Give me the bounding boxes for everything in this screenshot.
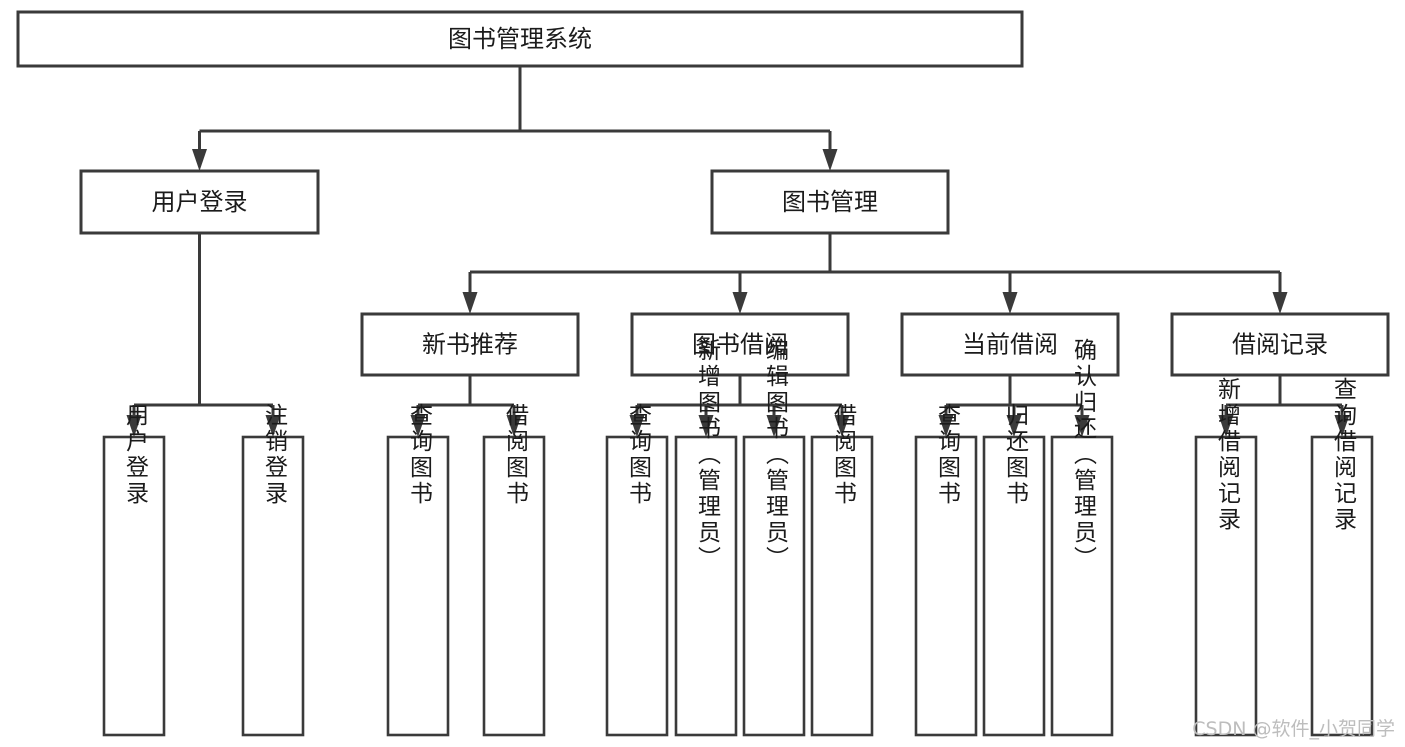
node-layer: 图书管理系统用户登录图书管理新书推荐图书借阅当前借阅借阅记录用户登录注销登录查询… bbox=[16, 10, 1390, 737]
node-leaf-add-book[interactable]: 新增图书（管理员） bbox=[674, 338, 738, 737]
node-label: 用户登录 bbox=[152, 188, 248, 216]
node-box[interactable] bbox=[914, 435, 978, 737]
node-label: 图书借阅 bbox=[692, 331, 788, 359]
connector-group-borrow-record bbox=[1218, 375, 1350, 437]
arrow-head bbox=[629, 415, 645, 437]
node-label: 查询图书 bbox=[406, 403, 434, 507]
connector-group-book-borrow bbox=[629, 375, 850, 437]
node-leaf-return-book[interactable]: 归还图书 bbox=[982, 403, 1046, 737]
node-label: 图书管理 bbox=[782, 188, 878, 216]
arrow-head bbox=[1074, 415, 1090, 437]
node-label: 借阅记录 bbox=[1232, 331, 1328, 359]
node-box[interactable] bbox=[79, 169, 320, 235]
arrow-head bbox=[698, 415, 714, 437]
node-box[interactable] bbox=[1170, 312, 1390, 377]
arrow-head bbox=[126, 415, 142, 437]
node-label: 新增图书（管理员） bbox=[694, 338, 722, 572]
watermark-label: CSDN @软件_小贺同学 bbox=[1192, 718, 1395, 740]
connector-group-user-login bbox=[126, 233, 281, 437]
node-leaf-add-record[interactable]: 新增借阅记录 bbox=[1194, 377, 1258, 737]
node-label: 注销登录 bbox=[261, 403, 289, 507]
arrow-head bbox=[506, 415, 522, 437]
node-label: 新书推荐 bbox=[422, 331, 518, 359]
node-box[interactable] bbox=[982, 435, 1046, 737]
node-leaf-confirm-return[interactable]: 确认归还（管理员） bbox=[1050, 338, 1114, 737]
node-box[interactable] bbox=[1194, 435, 1258, 737]
node-box[interactable] bbox=[1050, 435, 1114, 737]
arrow-head bbox=[766, 415, 782, 437]
node-box[interactable] bbox=[1310, 435, 1374, 737]
node-user-login[interactable]: 用户登录 bbox=[79, 169, 320, 235]
node-label: 查询图书 bbox=[934, 403, 962, 507]
node-box[interactable] bbox=[810, 435, 874, 737]
node-box[interactable] bbox=[605, 435, 669, 737]
node-label: 新增借阅记录 bbox=[1214, 377, 1242, 533]
node-book-manage[interactable]: 图书管理 bbox=[710, 169, 950, 235]
node-label: 编辑图书（管理员） bbox=[762, 338, 790, 572]
node-box[interactable] bbox=[482, 435, 546, 737]
node-leaf-query-record[interactable]: 查询借阅记录 bbox=[1310, 377, 1374, 737]
arrow-head bbox=[265, 415, 281, 437]
connector-group-new-book-rec bbox=[410, 375, 522, 437]
arrow-head bbox=[1218, 415, 1234, 437]
node-label: 查询图书 bbox=[625, 403, 653, 507]
node-box[interactable] bbox=[674, 435, 738, 737]
arrow-head bbox=[834, 415, 850, 437]
node-label: 用户登录 bbox=[122, 403, 150, 507]
node-leaf-user-login[interactable]: 用户登录 bbox=[102, 403, 166, 737]
node-box[interactable] bbox=[102, 435, 166, 737]
node-leaf-user-logout[interactable]: 注销登录 bbox=[241, 403, 305, 737]
node-leaf-edit-book[interactable]: 编辑图书（管理员） bbox=[742, 338, 806, 737]
arrow-head bbox=[938, 415, 954, 437]
node-box[interactable] bbox=[241, 435, 305, 737]
node-book-borrow[interactable]: 图书借阅 bbox=[630, 312, 850, 377]
arrow-head bbox=[192, 149, 207, 171]
node-box[interactable] bbox=[900, 312, 1120, 377]
connector-group-current-borrow bbox=[938, 375, 1090, 437]
node-box[interactable] bbox=[630, 312, 850, 377]
arrow-head bbox=[462, 292, 478, 314]
arrow-head bbox=[822, 149, 838, 171]
node-box[interactable] bbox=[710, 169, 950, 235]
node-label: 当前借阅 bbox=[962, 331, 1058, 359]
node-current-borrow[interactable]: 当前借阅 bbox=[900, 312, 1120, 377]
node-new-book-rec[interactable]: 新书推荐 bbox=[360, 312, 580, 377]
node-label: 归还图书 bbox=[1002, 403, 1030, 507]
arrow-head bbox=[1272, 292, 1288, 314]
node-label: 图书管理系统 bbox=[448, 25, 592, 53]
node-label: 借阅图书 bbox=[830, 403, 858, 507]
node-leaf-borrow-book[interactable]: 借阅图书 bbox=[810, 403, 874, 737]
node-box[interactable] bbox=[742, 435, 806, 737]
connector-group-root bbox=[192, 66, 838, 171]
arrow-head bbox=[1002, 292, 1018, 314]
node-box[interactable] bbox=[360, 312, 580, 377]
arrow-head bbox=[1334, 415, 1350, 437]
node-leaf-query-book-cur[interactable]: 查询图书 bbox=[914, 403, 978, 737]
arrow-head bbox=[732, 292, 748, 314]
connector-group-book-manage bbox=[462, 233, 1288, 314]
node-box[interactable] bbox=[16, 10, 1024, 68]
node-borrow-record[interactable]: 借阅记录 bbox=[1170, 312, 1390, 377]
node-leaf-borrow-book-rec[interactable]: 借阅图书 bbox=[482, 403, 546, 737]
connector-layer bbox=[126, 66, 1350, 437]
node-leaf-query-book[interactable]: 查询图书 bbox=[605, 403, 669, 737]
node-label: 查询借阅记录 bbox=[1330, 377, 1358, 533]
node-root[interactable]: 图书管理系统 bbox=[16, 10, 1024, 68]
node-label: 借阅图书 bbox=[502, 403, 530, 507]
arrow-head bbox=[410, 415, 426, 437]
node-label: 确认归还（管理员） bbox=[1070, 338, 1098, 572]
node-box[interactable] bbox=[386, 435, 450, 737]
node-leaf-query-book-rec[interactable]: 查询图书 bbox=[386, 403, 450, 737]
arrow-head bbox=[1006, 415, 1022, 437]
